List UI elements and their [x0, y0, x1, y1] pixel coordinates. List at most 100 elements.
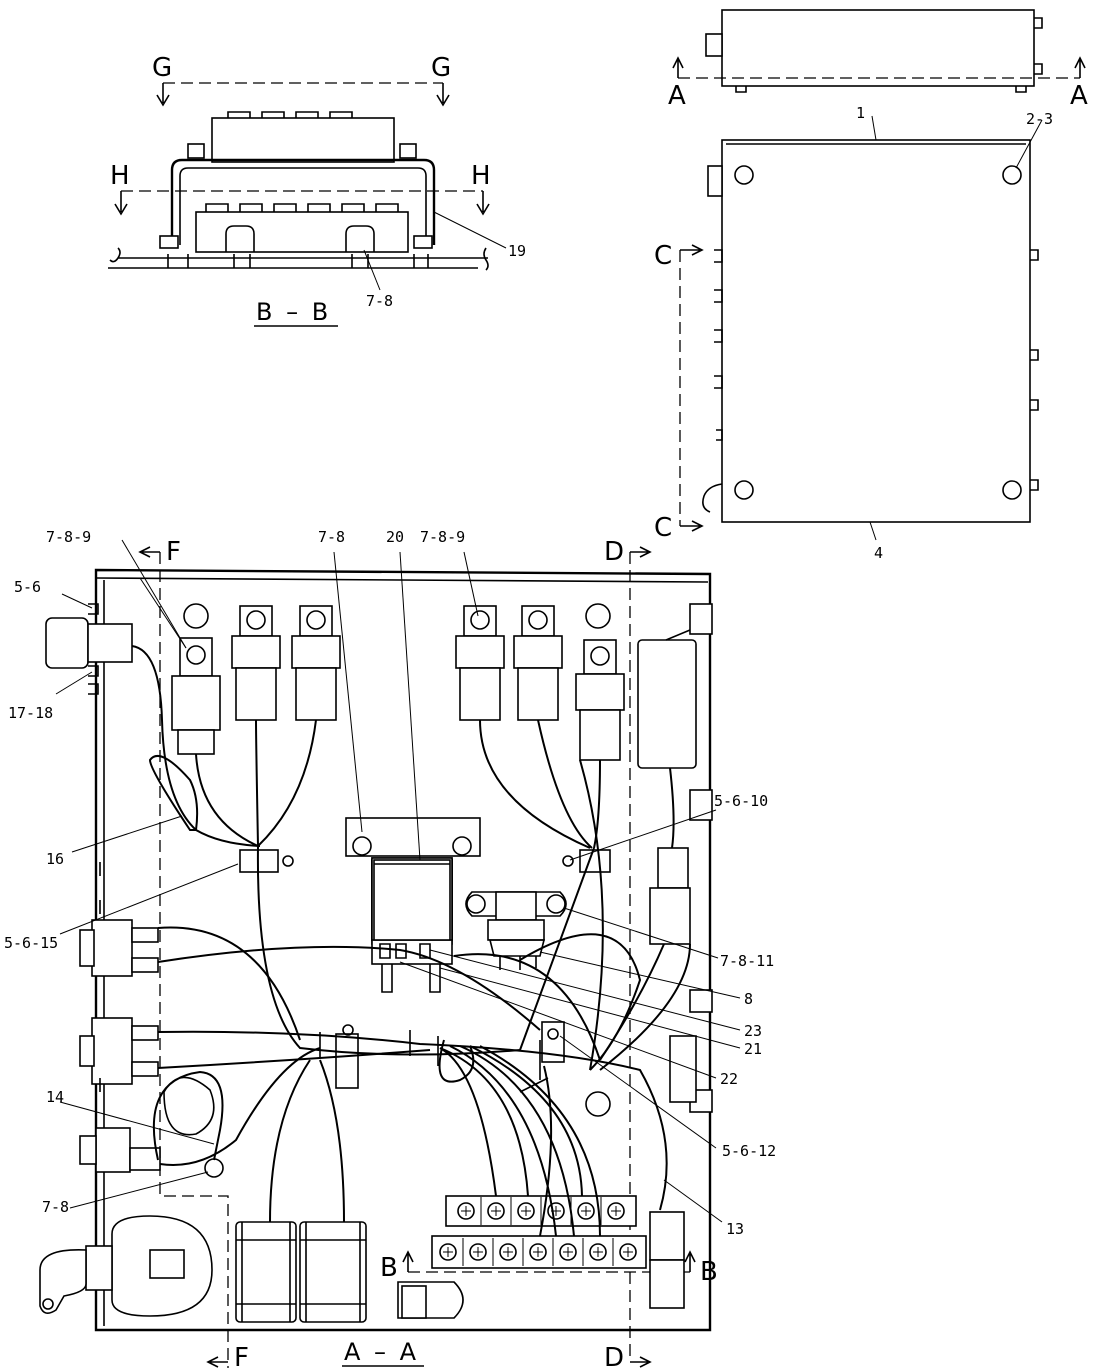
section-letter-a-left: A: [668, 81, 686, 111]
controller-hole-right: [452, 836, 472, 856]
upper-strip-screw-slot-2: [491, 1206, 501, 1216]
relay-1-body: [171, 675, 221, 731]
leader-2-3: [1015, 119, 1043, 169]
section-letter-d-bottom: D: [604, 1343, 624, 1370]
lower-strip-screw-slot-2: [473, 1247, 483, 1257]
relay-5-plug: [517, 667, 559, 721]
right-mount-bracket-2: [689, 789, 713, 821]
callout-7-8-bottom: 7-8: [42, 1198, 69, 1216]
section-letter-h-left: H: [110, 161, 130, 191]
relay-5-body: [513, 635, 563, 669]
controller-flange: [345, 817, 481, 857]
lower-terminals: [205, 203, 399, 212]
right-mount-bracket-1: [689, 603, 713, 635]
lower-strip-screw-slot-1: [443, 1247, 453, 1257]
relay-2-hole: [246, 610, 266, 630]
lower-strip-screw-slot-6: [593, 1247, 603, 1257]
leader-5-6-15: [59, 863, 239, 935]
leader-5-6-12: [559, 1035, 717, 1149]
leader-19: [433, 211, 507, 249]
callout-20: 20: [386, 528, 404, 546]
callout-5-6-10: 5-6-10: [714, 792, 768, 810]
view-b-b: G G H H 19 7-8 B – B: [108, 53, 526, 327]
leader-5-6-10: [569, 809, 717, 861]
upper-strip-screw-slot-6: [611, 1206, 621, 1216]
section-arrows-c: [680, 244, 704, 532]
section-letter-f-bottom: F: [234, 1343, 249, 1370]
callout-23: 23: [744, 1022, 762, 1040]
relay-1-hole: [186, 645, 206, 665]
side-key: [702, 483, 723, 513]
leader-8: [539, 951, 741, 999]
upper-screw-right: [399, 143, 417, 159]
section-letter-g-left: G: [152, 53, 172, 83]
callout-13: 13: [726, 1220, 744, 1238]
switch-2-term-a: [131, 1025, 159, 1041]
section-letter-c-top: C: [654, 241, 672, 271]
relay-group-right: [455, 605, 625, 761]
lower-strip-screw-4: [529, 1243, 547, 1261]
cover-bracket-inner: [179, 167, 427, 245]
buzzer-term: [129, 1147, 161, 1171]
section-letter-b-left: B: [380, 1253, 398, 1283]
relay-1-plug: [177, 729, 215, 755]
wire-clamp-right: [579, 849, 611, 873]
upper-strip-screw-1: [457, 1202, 475, 1220]
switch-2-body: [91, 1017, 133, 1085]
mount-hole-1: [183, 603, 209, 629]
base-bolts: [167, 254, 429, 268]
section-arrows-a: [672, 56, 1086, 78]
box-top-knob: [705, 33, 723, 57]
leader-4: [869, 521, 877, 541]
lower-strip-screw-1: [439, 1243, 457, 1261]
switch-1-term-a: [131, 927, 159, 943]
main-connector-2-ribs: [300, 1222, 366, 1322]
callout-5-6-12: 5-6-12: [722, 1142, 776, 1160]
switch-1-knob: [79, 929, 95, 967]
leader-17-18: [55, 671, 93, 695]
upper-strip-screw-2: [487, 1202, 505, 1220]
callout-7-8-top: 7-8: [318, 528, 345, 546]
controller-main: [373, 859, 451, 941]
lower-strip-screw-slot-5: [563, 1247, 573, 1257]
flasher-body: [487, 919, 545, 941]
callout-7-8-9-left: 7-8-9: [46, 528, 91, 546]
section-arrows-h: [114, 191, 490, 216]
lower-strip-screw-slot-3: [503, 1247, 513, 1257]
relay-group-left: [171, 605, 341, 755]
box-top-outline: [721, 9, 1035, 87]
lower-strip-screw-3: [499, 1243, 517, 1261]
section-letter-b-right: B: [700, 1257, 718, 1287]
section-letter-a-right: A: [1070, 81, 1088, 111]
callout-5-6: 5-6: [14, 578, 41, 596]
mount-tabs: [225, 225, 375, 252]
leader-7-8-bb: [363, 249, 381, 291]
mount-hole-3: [585, 1091, 611, 1117]
leader-7-8-top: [333, 551, 363, 833]
callout-2-3: 2-3: [1026, 110, 1053, 128]
relay-1-tab: [179, 637, 213, 677]
relay-3-plug: [295, 667, 337, 721]
leader-7-8-bottom: [69, 1171, 209, 1209]
key: [39, 1249, 87, 1314]
leader-7-8-9-right: [463, 551, 479, 617]
relay-6-hole: [590, 646, 610, 666]
ground-terminal: [204, 1158, 224, 1178]
upper-terminals: [227, 111, 353, 118]
upper-terminal-block: [211, 117, 395, 163]
wire-clamp-center: [335, 1033, 359, 1089]
relay-4-body: [455, 635, 505, 669]
bracket-screw-left: [159, 235, 179, 249]
key-ring: [42, 1298, 54, 1310]
leader-13: [663, 1179, 723, 1223]
front-knob: [707, 165, 723, 197]
section-line-f: [159, 552, 229, 1368]
section-arrows-f: [138, 546, 228, 1368]
main-connector-1: [235, 1221, 297, 1323]
cover-bracket: [170, 158, 436, 245]
timer-module: [637, 639, 697, 769]
bottom-right-connector-mate: [649, 1259, 685, 1309]
callout-5-6-15: 5-6-15: [4, 934, 58, 952]
section-letter-c-bottom: C: [654, 513, 672, 543]
